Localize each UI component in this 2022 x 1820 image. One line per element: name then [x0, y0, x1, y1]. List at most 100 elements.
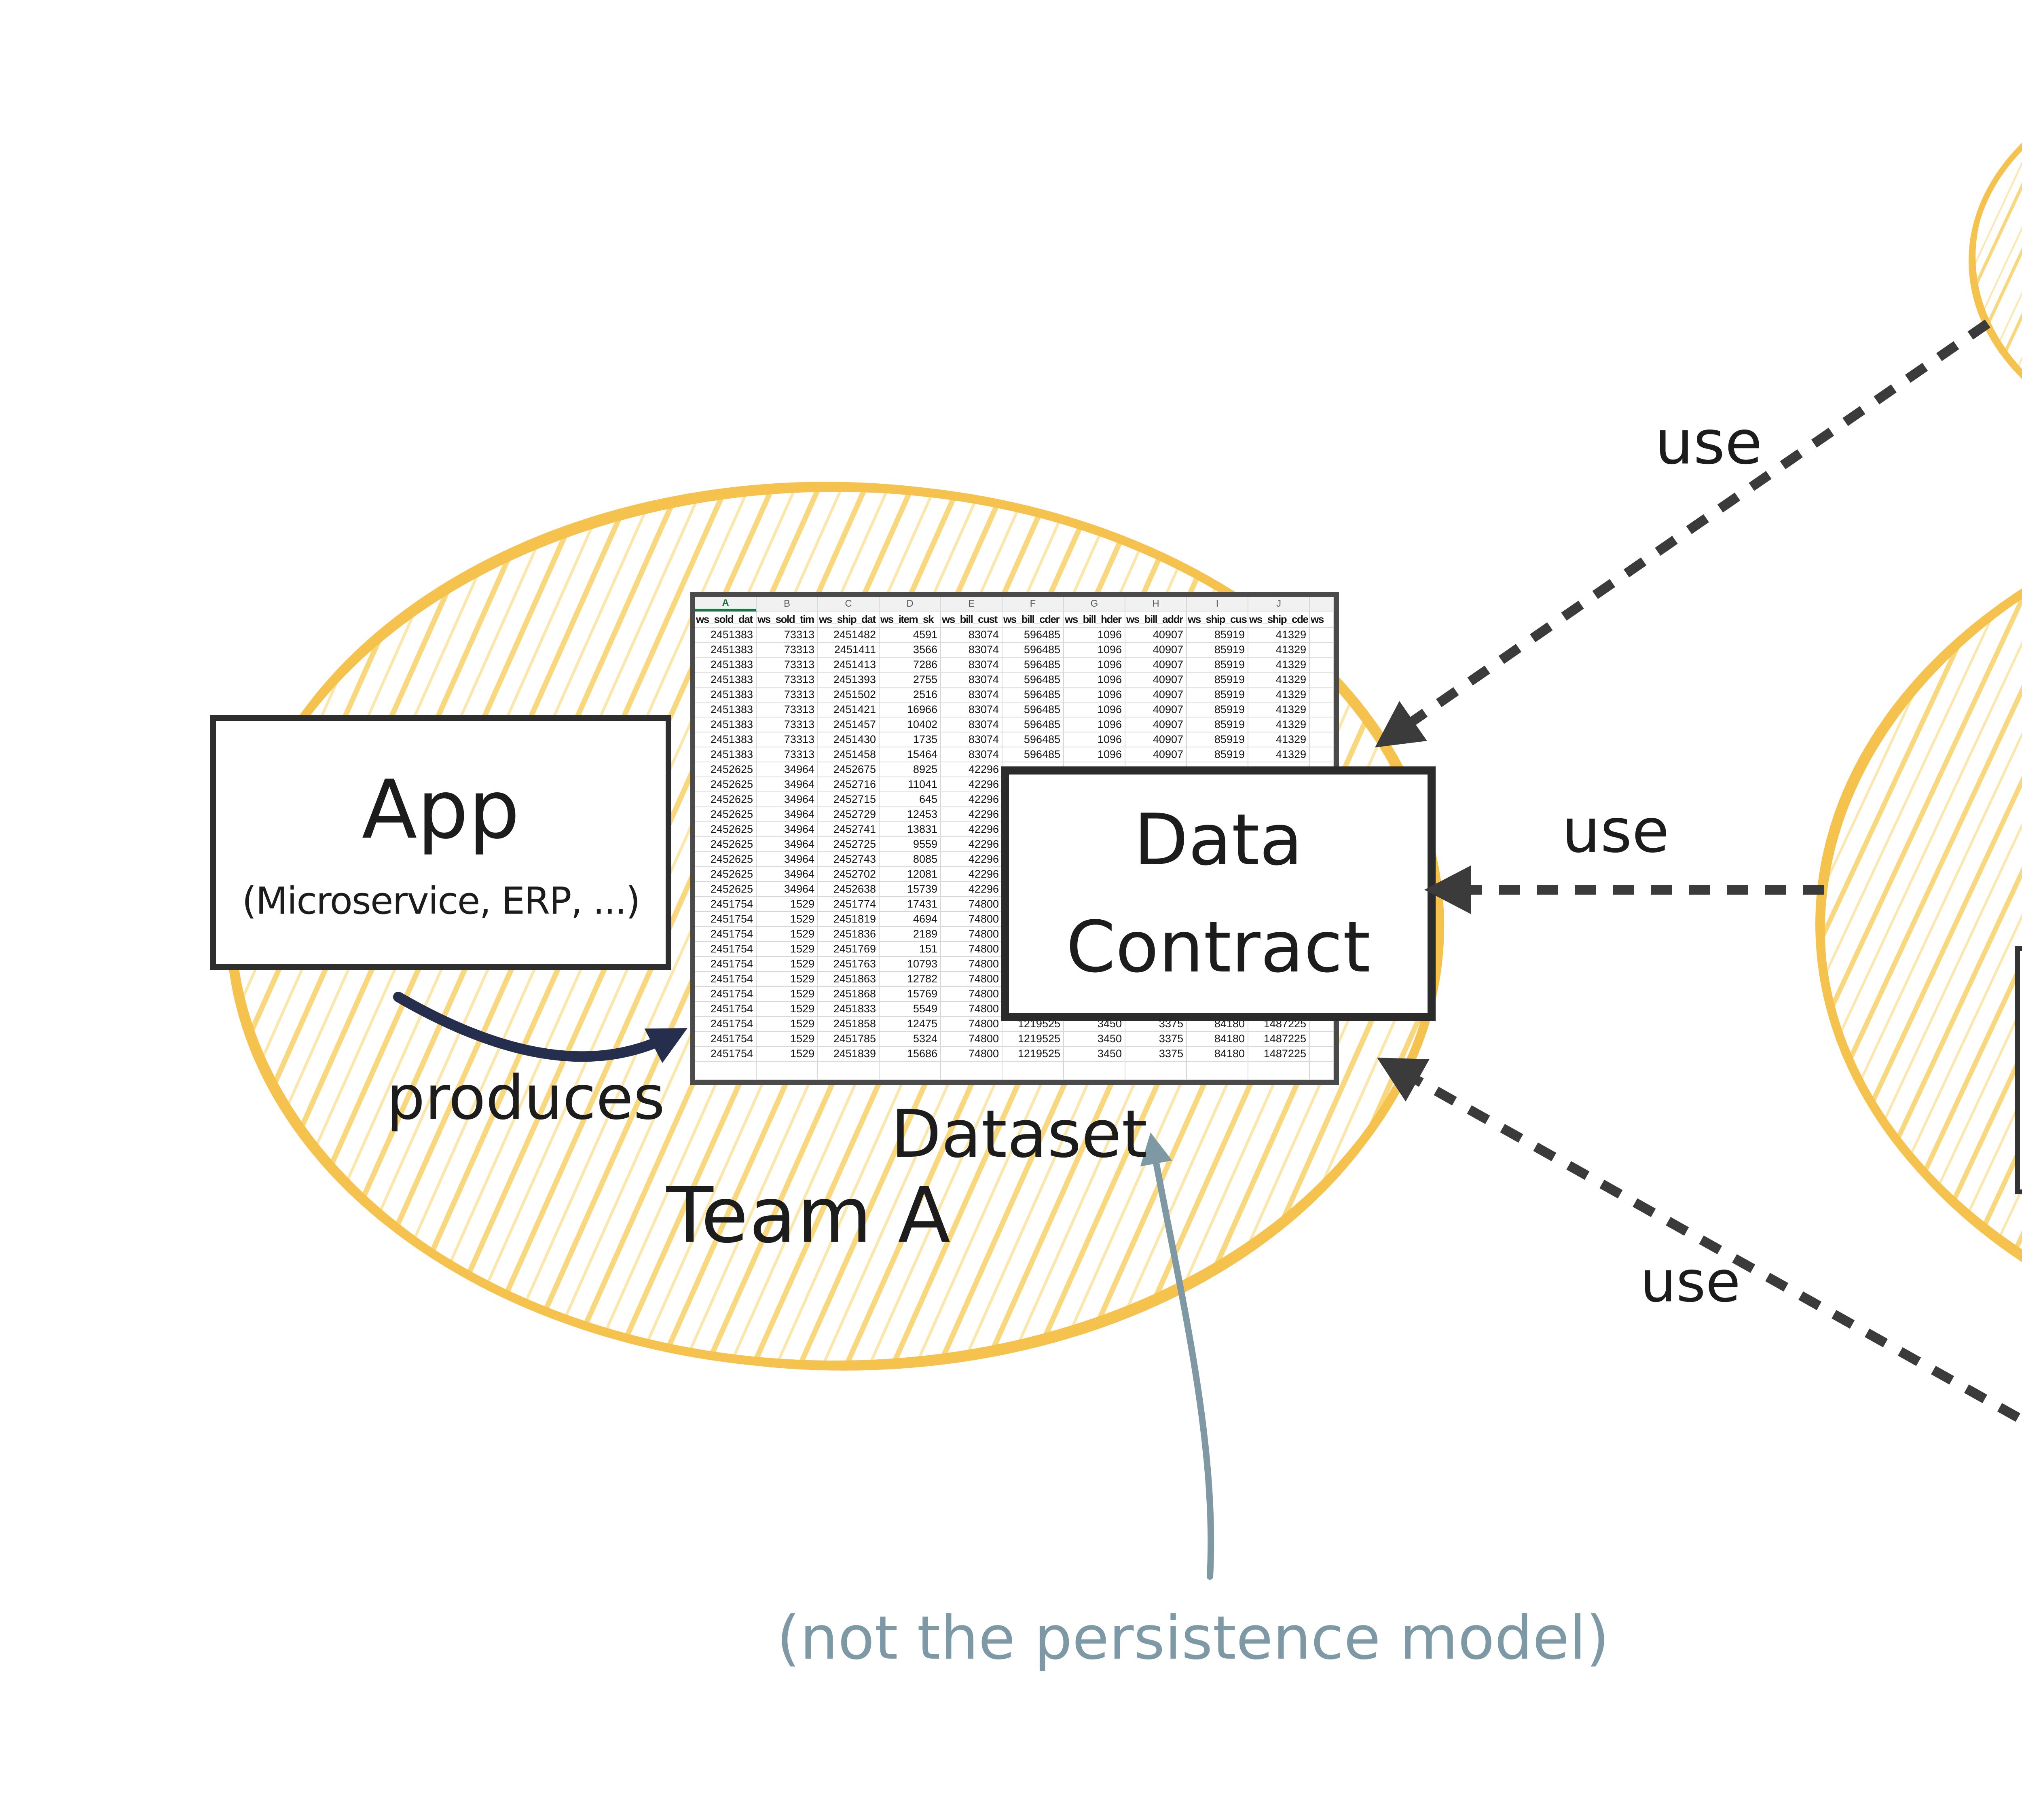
cell: 1487225 [1248, 1032, 1310, 1047]
cell: 596485 [1003, 732, 1064, 747]
cell: 2451763 [818, 957, 880, 972]
cell: 3375 [1125, 1047, 1187, 1062]
column-letter: F [1003, 597, 1064, 612]
cell: 1096 [1064, 658, 1125, 673]
column-header: ws_bill_cder [1003, 612, 1064, 628]
column-header: ws_ship_cde [1248, 612, 1310, 628]
use-label-team-b: use [1562, 796, 1669, 866]
cell: 40907 [1125, 688, 1187, 703]
cell [1064, 1062, 1125, 1080]
column-letter: E [941, 597, 1003, 612]
cell: 1529 [757, 942, 818, 957]
cell: 2452638 [818, 882, 880, 897]
cell: 85919 [1187, 643, 1248, 658]
cell: 2451754 [695, 957, 757, 972]
cell: 2451774 [818, 897, 880, 912]
cell: 41329 [1248, 703, 1310, 717]
cell: 2451754 [695, 1017, 757, 1032]
cell: 1096 [1064, 717, 1125, 732]
column-header: ws_item_sk [880, 612, 941, 628]
cell: 2451833 [818, 1002, 880, 1017]
cell: 73313 [757, 703, 818, 717]
cell: 2452625 [695, 807, 757, 822]
cell: 41329 [1248, 658, 1310, 673]
cell: 34964 [757, 762, 818, 777]
cell: 40907 [1125, 673, 1187, 688]
cell: 4694 [880, 912, 941, 927]
column-header: ws_bill_hder [1064, 612, 1125, 628]
dataset-label: Dataset [890, 1096, 1148, 1172]
cell: 2451769 [818, 942, 880, 957]
cell: 73313 [757, 673, 818, 688]
cell: 74800 [941, 897, 1003, 912]
cell: 2189 [880, 927, 941, 942]
cell: 2451383 [695, 688, 757, 703]
cell: 2451754 [695, 927, 757, 942]
cell: 1529 [757, 1002, 818, 1017]
cell [1187, 1062, 1248, 1080]
cell: 2451383 [695, 628, 757, 643]
cell [1310, 628, 1334, 643]
cell: 2451868 [818, 987, 880, 1002]
cell: 2451754 [695, 1002, 757, 1017]
cell: 83074 [941, 628, 1003, 643]
cell: 2452715 [818, 792, 880, 807]
cell: 10402 [880, 717, 941, 732]
cell: 2451383 [695, 747, 757, 762]
cell: 2451383 [695, 658, 757, 673]
cell [941, 1062, 1003, 1080]
cell [1310, 688, 1334, 703]
cell: 73313 [757, 628, 818, 643]
cell: 2452725 [818, 837, 880, 852]
cell: 2451754 [695, 1032, 757, 1047]
cell: 2452625 [695, 852, 757, 867]
use-arrow-team-d [1375, 320, 1990, 747]
cell: 73313 [757, 717, 818, 732]
use-arrow-team-c [1377, 1058, 2022, 1426]
cell: 2452743 [818, 852, 880, 867]
cell: 1529 [757, 1017, 818, 1032]
cell: 2452625 [695, 822, 757, 837]
column-letter: D [880, 597, 941, 612]
cell: 15464 [880, 747, 941, 762]
cell: 1529 [757, 1032, 818, 1047]
cell: 1529 [757, 972, 818, 987]
cell [1310, 1017, 1334, 1032]
app-subtitle: (Microservice, ERP, ...) [242, 879, 640, 923]
cell: 11041 [880, 777, 941, 792]
app-node: App (Microservice, ERP, ...) [210, 715, 671, 970]
cell: 2452675 [818, 762, 880, 777]
cell: 9559 [880, 837, 941, 852]
cell: 2451383 [695, 717, 757, 732]
cell: 596485 [1003, 703, 1064, 717]
cell: 2755 [880, 673, 941, 688]
produces-label: produces [386, 1063, 665, 1133]
cell: 1219525 [1003, 1047, 1064, 1062]
cell: 2451858 [818, 1017, 880, 1032]
cell: 85919 [1187, 673, 1248, 688]
cell: 41329 [1248, 747, 1310, 762]
data-contract-node: Data Contract [1001, 766, 1436, 1021]
cell: 1529 [757, 957, 818, 972]
sheet-row [695, 1062, 1334, 1080]
cell: 596485 [1003, 658, 1064, 673]
column-letter: B [757, 597, 818, 612]
cell: 42296 [941, 807, 1003, 822]
cell: 13831 [880, 822, 941, 837]
cell: 3450 [1064, 1032, 1125, 1047]
cell: 40907 [1125, 703, 1187, 717]
column-letter: C [818, 597, 880, 612]
produces-arrow [393, 992, 687, 1063]
cell: 15739 [880, 882, 941, 897]
cell: 85919 [1187, 747, 1248, 762]
cell: 3375 [1125, 1032, 1187, 1047]
cell: 1735 [880, 732, 941, 747]
cell: 596485 [1003, 688, 1064, 703]
cell: 3566 [880, 643, 941, 658]
cell: 40907 [1125, 658, 1187, 673]
cell: 83074 [941, 643, 1003, 658]
cell: 40907 [1125, 643, 1187, 658]
